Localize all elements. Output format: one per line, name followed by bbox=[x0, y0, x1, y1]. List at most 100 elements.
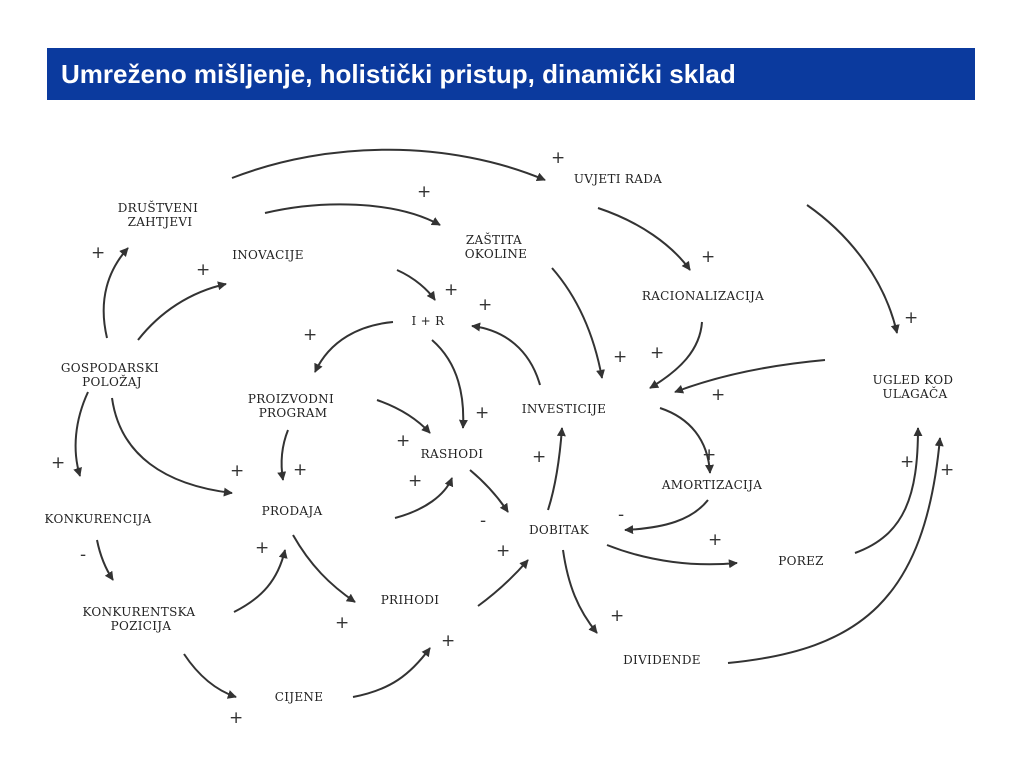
node-drustveni-zahtjevi: DRUŠTVENI ZAHTJEVI bbox=[118, 199, 203, 229]
node-prodaja-line-1: PRODAJA bbox=[262, 504, 323, 518]
node-konkurencija-line-1: KONKURENCIJA bbox=[45, 512, 152, 526]
node-gospodarski-polozaj-line-2: POLOŽAJ bbox=[82, 374, 142, 389]
link-gospodarski-prodaja bbox=[111, 397, 233, 497]
node-racionalizacija-line-1: RACIONALIZACIJA bbox=[642, 289, 764, 303]
sign-prihodi-dobitak: + bbox=[496, 541, 510, 561]
node-rashodi: RASHODI bbox=[421, 447, 484, 461]
sign-uvjeti-racionalizacija: + bbox=[701, 247, 715, 267]
sign-ir-rashodi: + bbox=[475, 403, 489, 423]
link-uvjeti-racionalizacija bbox=[597, 207, 691, 271]
node-inovacije-line-1: INOVACIJE bbox=[232, 248, 304, 262]
sign-gospodarski-inovacije: + bbox=[196, 260, 210, 280]
sign-gospodarski-prodaja: + bbox=[230, 461, 244, 481]
node-zastita-okoline: ZAŠTITA OKOLINE bbox=[465, 231, 527, 261]
link-dividende-ugled bbox=[727, 437, 944, 664]
link-gospodarski-inovacije bbox=[137, 281, 227, 341]
node-drustveni-zahtjevi-line-2: ZAHTJEVI bbox=[128, 215, 193, 229]
node-proizvodni-program-line-1: PROIZVODNI bbox=[248, 392, 334, 406]
sign-ir-proizvodni: + bbox=[303, 325, 317, 345]
sign-pozicija-cijene: + bbox=[229, 708, 243, 728]
sign-amortizacija-dobitak: - bbox=[618, 505, 624, 525]
sign-gospodarski-konkurencija: + bbox=[51, 453, 65, 473]
sign-ugled-investicije: + bbox=[711, 385, 725, 405]
node-porez-line-1: POREZ bbox=[778, 554, 824, 568]
link-prodaja-prihodi bbox=[292, 534, 356, 603]
link-uvjeti-ugled bbox=[806, 204, 900, 334]
link-inovacije-ir bbox=[396, 269, 436, 301]
sign-rashodi-dobitak: - bbox=[480, 511, 486, 531]
link-proizvodni-rashodi bbox=[376, 399, 431, 434]
sign-dobitak-porez: + bbox=[708, 530, 722, 550]
link-amortizacija-dobitak bbox=[624, 499, 709, 535]
node-dividende: DIVIDENDE bbox=[623, 653, 701, 667]
node-konkurentska-pozicija-line-2: POZICIJA bbox=[111, 619, 172, 633]
node-cijene-line-1: CIJENE bbox=[275, 690, 324, 704]
node-cijene: CIJENE bbox=[275, 690, 324, 704]
sign-drustveni-zastita: + bbox=[417, 182, 431, 202]
sign-gospodarski-drustveni: + bbox=[91, 243, 105, 263]
node-dobitak: DOBITAK bbox=[529, 523, 590, 537]
sign-pozicija-prodaja: + bbox=[255, 538, 269, 558]
link-dobitak-investicije bbox=[547, 427, 566, 511]
link-prodaja-rashodi bbox=[394, 477, 454, 519]
sign-inovacije-ir: + bbox=[444, 280, 458, 300]
node-uvjeti-rada-line-1: UVJETI RADA bbox=[574, 172, 662, 186]
node-amortizacija-line-1: AMORTIZACIJA bbox=[661, 478, 762, 492]
node-gospodarski-polozaj-line-1: GOSPODARSKI bbox=[61, 361, 159, 375]
node-i-r: I + R bbox=[412, 314, 446, 328]
link-porez-ugled bbox=[854, 427, 923, 554]
node-prihodi: PRIHODI bbox=[381, 593, 440, 607]
sign-proizvodni-prodaja: + bbox=[293, 460, 307, 480]
node-dividende-line-1: DIVIDENDE bbox=[623, 653, 701, 667]
node-uvjeti-rada: UVJETI RADA bbox=[574, 172, 662, 186]
link-pozicija-prodaja bbox=[233, 549, 288, 613]
link-prihodi-dobitak bbox=[477, 559, 529, 607]
sign-investicije-ir: + bbox=[478, 295, 492, 315]
sign-uvjeti-ugled: + bbox=[904, 308, 918, 328]
sign-dobitak-investicije: + bbox=[532, 447, 546, 467]
link-proizvodni-prodaja bbox=[277, 429, 289, 481]
link-rashodi-dobitak bbox=[469, 469, 509, 513]
link-ugled-investicije bbox=[674, 359, 826, 394]
link-gospodarski-konkurencija bbox=[73, 391, 89, 477]
node-konkurentska-pozicija: KONKURENTSKA POZICIJA bbox=[82, 605, 199, 633]
node-gospodarski-polozaj: GOSPODARSKI POLOŽAJ bbox=[61, 361, 163, 389]
link-dobitak-porez bbox=[606, 544, 738, 569]
slide-title: Umreženo mišljenje, holistički pristup, … bbox=[61, 58, 736, 89]
node-investicije-line-1: INVESTICIJE bbox=[522, 402, 606, 416]
sign-drustveni-uvjeti: + bbox=[551, 148, 565, 168]
sign-cijene-prihodi: + bbox=[441, 631, 455, 651]
node-racionalizacija: RACIONALIZACIJA bbox=[642, 289, 764, 303]
node-ugled-kod-ulagaca: UGLED KOD ULAGAČA bbox=[873, 373, 958, 401]
node-amortizacija: AMORTIZACIJA bbox=[661, 478, 762, 492]
sign-racionalizacija-investicije: + bbox=[650, 343, 664, 363]
link-gospodarski-drustveni bbox=[102, 247, 129, 339]
link-pozicija-cijene bbox=[183, 653, 237, 699]
node-dobitak-line-1: DOBITAK bbox=[529, 523, 590, 537]
node-konkurentska-pozicija-line-1: KONKURENTSKA bbox=[82, 605, 195, 619]
node-prodaja: PRODAJA bbox=[262, 504, 323, 518]
node-drustveni-zahtjevi-line-1: DRUŠTVENI bbox=[118, 199, 198, 215]
link-investicije-ir bbox=[471, 322, 541, 386]
sign-prodaja-rashodi: + bbox=[408, 471, 422, 491]
node-proizvodni-program-line-2: PROGRAM bbox=[259, 406, 328, 420]
link-investicije-amortizacija bbox=[659, 407, 714, 474]
node-porez: POREZ bbox=[778, 554, 824, 568]
link-dobitak-dividende bbox=[562, 549, 598, 634]
sign-konkurencija-pozicija: - bbox=[80, 545, 86, 565]
link-drustveni-zastita bbox=[264, 203, 441, 226]
sign-zastita-investicije: + bbox=[613, 347, 627, 367]
link-ir-proizvodni bbox=[314, 321, 394, 373]
node-ugled-kod-ulagaca-line-1: UGLED KOD bbox=[873, 373, 954, 387]
link-cijene-prihodi bbox=[352, 647, 431, 698]
sign-investicije-amortizacija: + bbox=[702, 445, 716, 465]
sign-proizvodni-rashodi: + bbox=[396, 431, 410, 451]
node-i-r-line-1: I + R bbox=[412, 314, 446, 328]
node-konkurencija: KONKURENCIJA bbox=[45, 512, 152, 526]
link-konkurencija-pozicija bbox=[96, 539, 114, 581]
link-zastita-investicije bbox=[551, 267, 605, 379]
sign-dividende-ugled: + bbox=[940, 460, 954, 480]
node-prihodi-line-1: PRIHODI bbox=[381, 593, 440, 607]
link-ir-rashodi bbox=[431, 339, 468, 429]
